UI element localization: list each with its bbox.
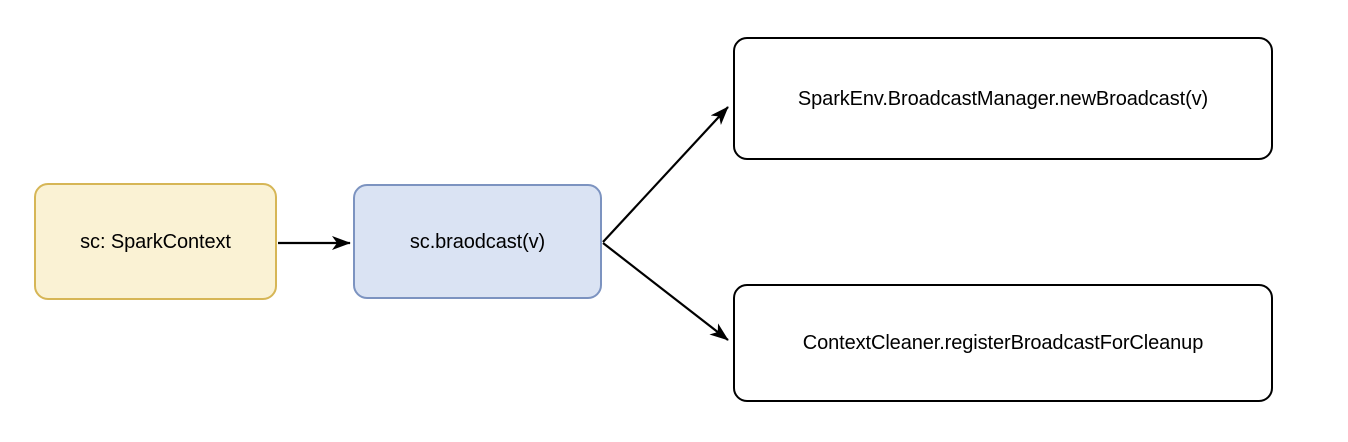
node-register-cleanup[interactable]: ContextCleaner.registerBroadcastForClean…: [733, 284, 1273, 402]
edge-broadcast-to-new-broadcast: [602, 106, 729, 243]
node-sc-broadcast-label: sc.braodcast(v): [409, 230, 546, 253]
node-register-cleanup-label: ContextCleaner.registerBroadcastForClean…: [802, 332, 1204, 354]
node-new-broadcast-label: SparkEnv.BroadcastManager.newBroadcast(v…: [797, 87, 1209, 110]
node-spark-context[interactable]: sc: SparkContext: [34, 183, 277, 300]
node-spark-context-label: sc: SparkContext: [80, 230, 231, 253]
edge-broadcast-to-register-cleanup: [602, 242, 729, 341]
node-sc-broadcast[interactable]: sc.braodcast(v): [353, 184, 602, 299]
node-new-broadcast[interactable]: SparkEnv.BroadcastManager.newBroadcast(v…: [733, 37, 1273, 160]
